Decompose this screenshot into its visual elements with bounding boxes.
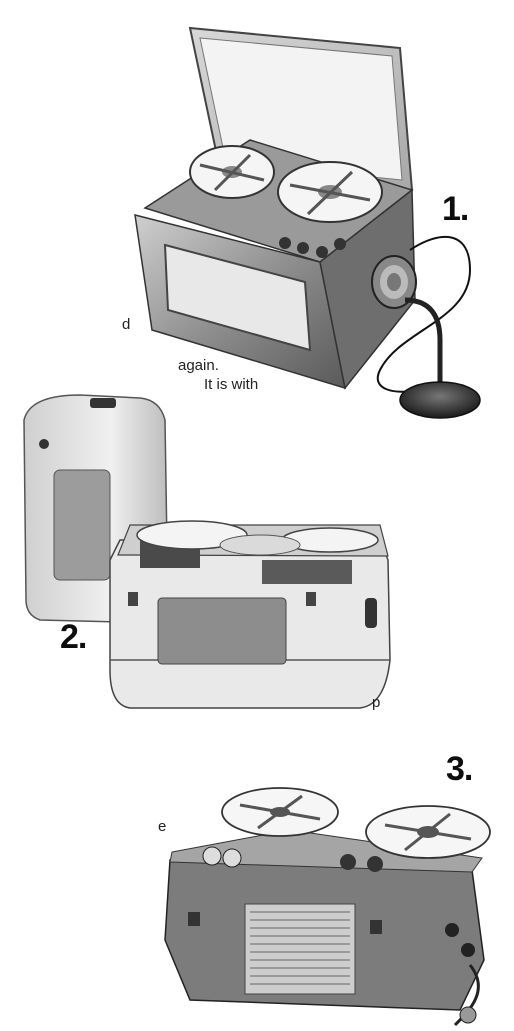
text-fragment-p: p (372, 694, 381, 711)
tape-recorder-1-illustration (134, 26, 481, 419)
text-fragment-it-is-with: It is with (204, 376, 259, 390)
figure-label-3: 3. (446, 750, 473, 788)
text-fragment-e: e (158, 818, 167, 835)
figure-label-2: 2. (60, 618, 87, 656)
text-fragment-again: again. (178, 357, 219, 374)
figure-label-1: 1. (442, 190, 469, 228)
text-fragment-d: d (122, 316, 131, 333)
